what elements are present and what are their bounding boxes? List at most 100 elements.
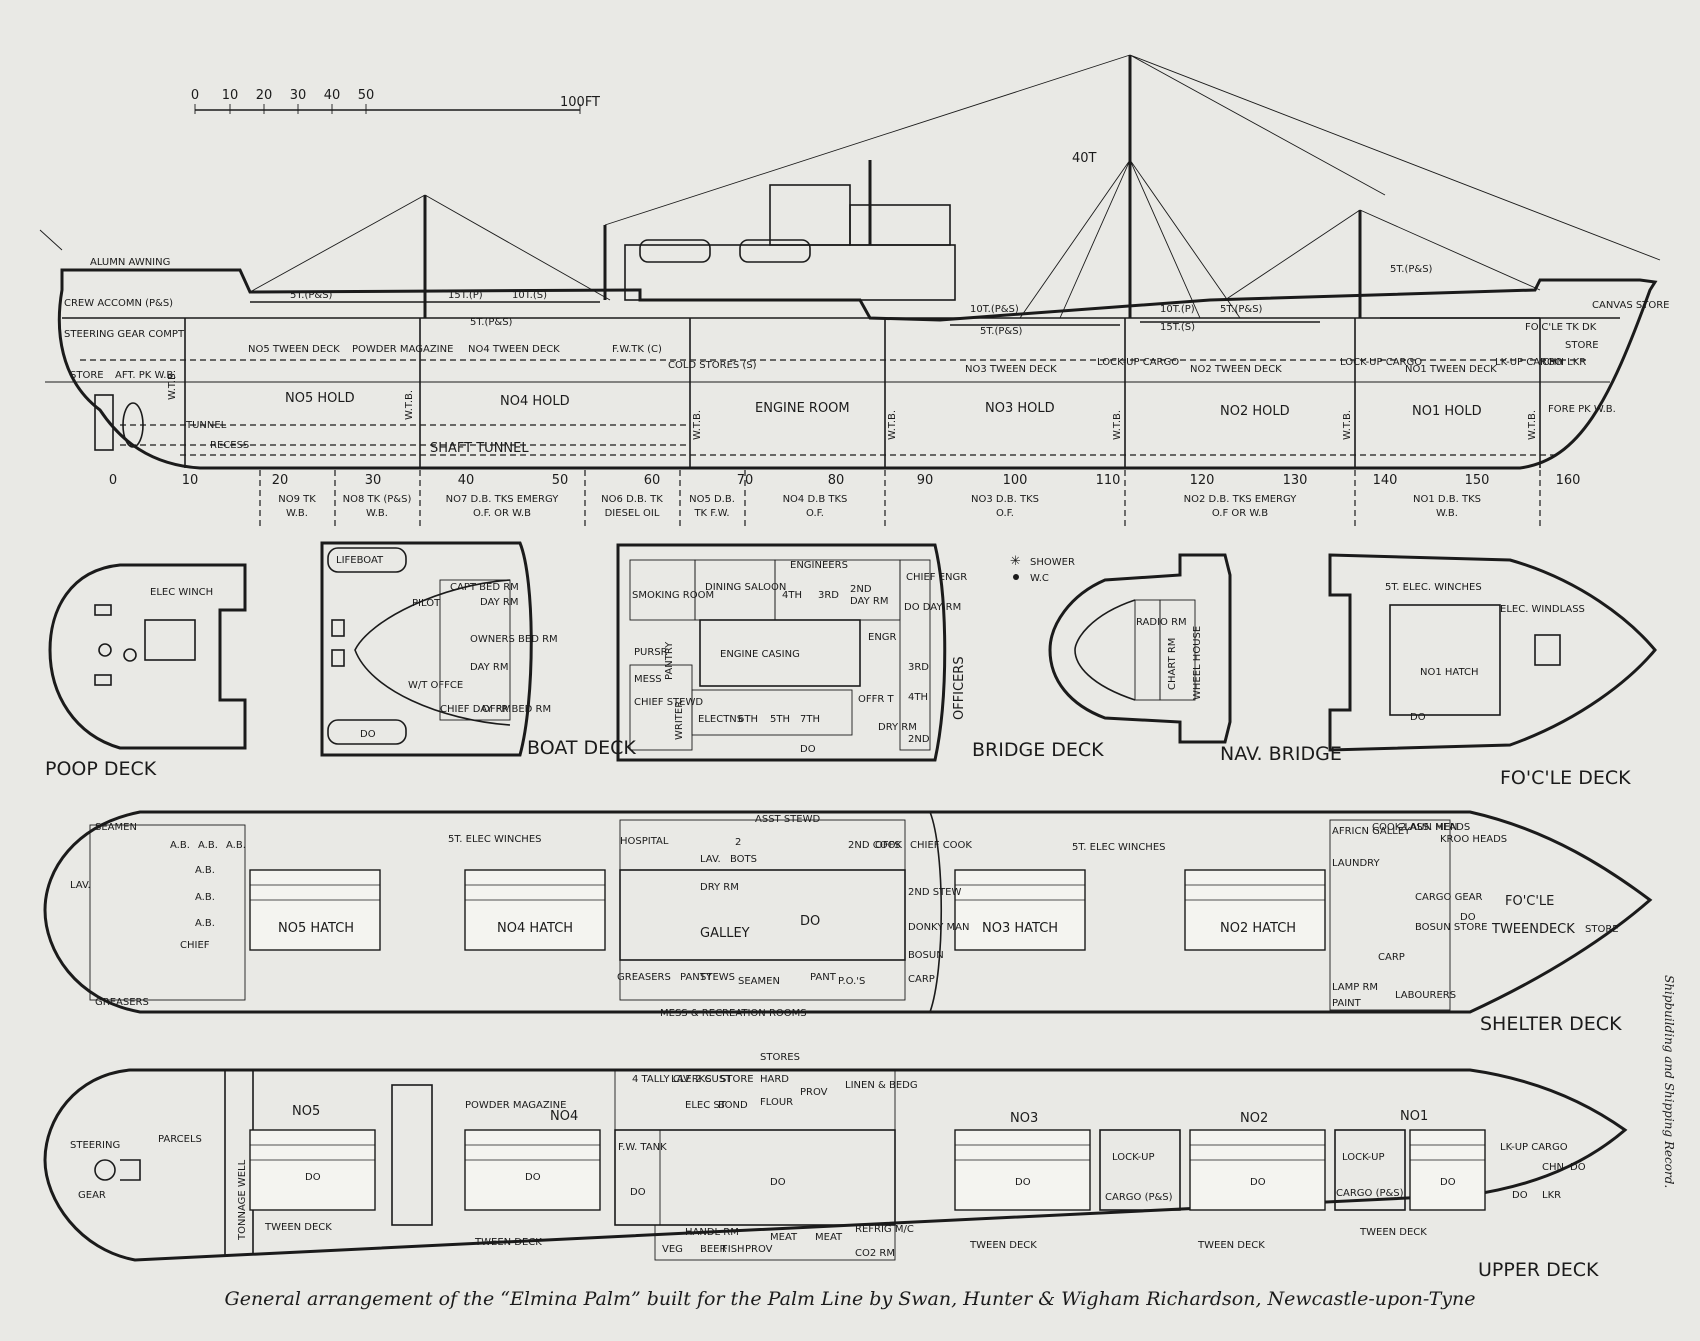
upper-label: GEAR [78, 1190, 106, 1201]
hold-label: NO1 HOLD [1412, 404, 1482, 419]
shelter-deck-title: SHELTER DECK [1480, 1013, 1622, 1035]
shelter-label: PANTY [680, 972, 713, 983]
upper-label: NO5 [292, 1104, 320, 1119]
side-credit: Shipbuilding and Shipping Record. [1662, 975, 1676, 1189]
shelter-label: GREASERS [95, 997, 149, 1008]
tank-name: NO7 D.B. TKS EMERGY [446, 494, 560, 505]
shelter-label: A.B. [226, 840, 246, 851]
bridge-item-label: SMOKING ROOM [632, 590, 714, 601]
boat-item-label: CHIEF DAY RM [440, 704, 511, 715]
tank-name: NO3 D.B. TKS [971, 494, 1039, 505]
bridge-item-label: DO DAY RM [904, 602, 961, 613]
bulkhead-label: W.T.B. [1342, 410, 1353, 440]
shelter-label: GALLEY [700, 926, 750, 941]
midship-superstructure [624, 244, 956, 301]
shelter-label: LAMP RM [1332, 982, 1378, 993]
bridge-deck-plan: SMOKING ROOM DINING SALOON ENGINEERS CHI… [616, 543, 1104, 762]
focle-item-label: DO [1410, 712, 1426, 723]
shelter-label: BOTS [730, 854, 757, 865]
boat-item-label: DAY RM [470, 662, 508, 673]
upper-label: PROV [745, 1244, 773, 1255]
bridge-item-label: 4TH [908, 692, 928, 703]
space-label: LK-UP CARGO [1495, 357, 1563, 368]
lifeboat-plan [327, 719, 407, 745]
shelter-label: CHIEF COOK [910, 840, 972, 851]
upper-deck-plan: STEERING GEAR PARCELS TONNAGE WELL NO5 T… [43, 1052, 1628, 1281]
shelter-label: LAV. [700, 854, 721, 865]
shelter-label: DONKY MAN [908, 922, 970, 933]
shelter-label: CARP [908, 974, 935, 985]
space-label: F.W.TK (C) [612, 344, 662, 355]
tank-name: NO5 D.B. [689, 494, 735, 505]
hatch-5 [249, 869, 381, 951]
tank-name: NO9 TK [278, 494, 316, 505]
frame-number: 20 [272, 473, 289, 488]
legend-label: W.C [1030, 573, 1049, 584]
focle-item-label: NO1 HATCH [1420, 667, 1479, 678]
derrick-label: 10T.(P) [1160, 304, 1195, 315]
tank-table: NO9 TK W.B. NO8 TK (P&S) W.B. NO7 D.B. T… [259, 470, 1541, 530]
upper-label: LOCK-UP [1112, 1152, 1155, 1163]
bridge-item-label: 6TH [738, 714, 758, 725]
upper-label: CARGO (P&S) [1336, 1188, 1404, 1199]
upper-label: DO [630, 1187, 646, 1198]
shelter-label: P.O.'S [838, 976, 865, 987]
tank-content: W.B. [366, 508, 388, 519]
upper-label: DO [1512, 1190, 1528, 1201]
boat-deck-title: BOAT DECK [527, 737, 636, 759]
shelter-label: SEAMEN [95, 822, 137, 833]
upper-label: DO [1440, 1177, 1456, 1188]
upper-label: DO [1250, 1177, 1266, 1188]
bulkhead-label: W.T.B. [167, 370, 178, 400]
frame-number: 90 [917, 473, 934, 488]
shelter-label: PANT [810, 972, 837, 983]
frame-number: 80 [828, 473, 845, 488]
upper-label: FLOUR [760, 1097, 793, 1108]
shelter-label: BOSUN [908, 950, 944, 961]
lifeboat-profile [739, 239, 811, 263]
nav-item-label: CHART RM [1167, 638, 1178, 690]
upper-label: DO [1570, 1162, 1586, 1173]
tank-content: O.F. [996, 508, 1014, 519]
shelter-label: NO5 HATCH [278, 921, 354, 936]
boat-item-label: DO [360, 729, 376, 740]
shelter-label: A.B. [198, 840, 218, 851]
upper-label: PARCELS [158, 1134, 202, 1145]
derrick-label: 15T.(P) [448, 290, 483, 301]
bridge-side-label: OFFICERS [952, 656, 967, 720]
hold-label: NO2 HOLD [1220, 404, 1290, 419]
upper-label: F.W. TANK [618, 1142, 667, 1153]
tank-content: DIESEL OIL [605, 508, 660, 519]
upper-label: STEERING [70, 1140, 120, 1151]
shelter-label: 2 ASS. HEADS [1400, 822, 1470, 833]
poop-item-label: ELEC WINCH [150, 587, 213, 598]
shelter-deck-plan: SEAMEN GREASERS A.B. A.B. A.B. A.B. A.B.… [43, 810, 1653, 1035]
tank-content: O.F. OR W.B [473, 508, 531, 519]
shelter-label: 2 [735, 837, 741, 848]
boat-item-label: LIFEBOAT [336, 555, 384, 566]
bulkhead-label: W.T.B. [404, 390, 415, 420]
poop-deck-title: POOP DECK [45, 758, 157, 780]
bulkhead-label: W.T.B. [887, 410, 898, 440]
derrick-label: 10T.(P&S) [970, 304, 1019, 315]
frame-number: 40 [458, 473, 475, 488]
shelter-label: FO'C'LE [1505, 894, 1554, 909]
scale-tick-label: 20 [256, 88, 273, 103]
shelter-label: 5T. ELEC WINCHES [448, 834, 542, 845]
shelter-label: OFFS [875, 840, 901, 851]
shelter-label: HOSPITAL [620, 836, 669, 847]
upper-label: HARD [760, 1074, 789, 1085]
shower-symbol: ✳ [1010, 554, 1021, 569]
upper-label: STORES [760, 1052, 800, 1063]
tank-content: W.B. [286, 508, 308, 519]
propeller [122, 402, 144, 448]
hold-label: NO4 HOLD [500, 394, 570, 409]
shelter-label: TWEENDECK [1491, 922, 1575, 937]
space-label: LOCK-UP CARGO [1097, 357, 1179, 368]
upper-deck-title: UPPER DECK [1478, 1259, 1599, 1281]
frame-number: 110 [1096, 473, 1121, 488]
hold-label: SHAFT TUNNEL [430, 441, 529, 456]
upper-label: MEAT [770, 1232, 798, 1243]
focle-item-label: ELEC. WINDLASS [1500, 604, 1585, 615]
